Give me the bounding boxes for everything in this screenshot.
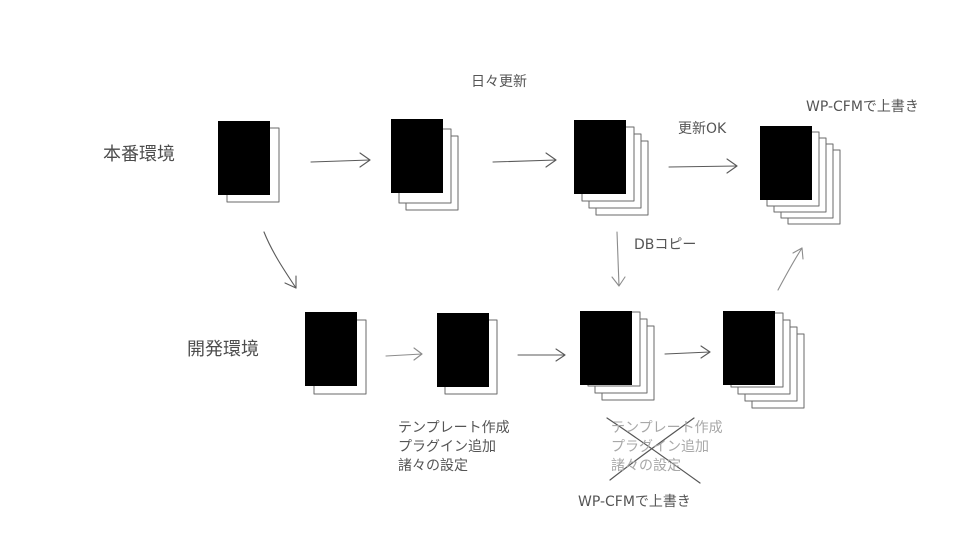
overwrite-top-label: WP-CFMで上書き (806, 99, 919, 115)
arrow-dev-3-to-4 (664, 345, 711, 359)
struck-task-list: テンプレート作成 プラグイン追加 諸々の設定 (611, 419, 723, 476)
struck-task-item: テンプレート作成 (611, 420, 723, 436)
dev-task-list: テンプレート作成 プラグイン追加 諸々の設定 (398, 419, 510, 476)
arrow-dev-1-to-2 (385, 347, 423, 361)
arrow-prod-to-dev (263, 231, 297, 289)
arrow-dev-to-prod (777, 247, 804, 291)
development-label: 開発環境 (187, 339, 259, 360)
prod-doc-1 (218, 121, 280, 203)
dev-doc-3 (580, 311, 655, 401)
arrow-dev-2-to-3 (517, 348, 566, 362)
prod-doc-3 (574, 120, 649, 216)
production-label: 本番環境 (103, 144, 175, 165)
update-ok-label: 更新OK (678, 121, 727, 137)
overwrite-bottom-label: WP-CFMで上書き (578, 494, 691, 510)
struck-task-item: 諸々の設定 (611, 458, 681, 474)
struck-task-item: プラグイン追加 (611, 439, 709, 455)
arrow-db-copy (611, 231, 626, 287)
daily-update-label: 日々更新 (471, 74, 527, 90)
dev-doc-1 (305, 312, 367, 395)
dev-task-item: プラグイン追加 (398, 439, 496, 455)
dev-task-item: 諸々の設定 (398, 458, 468, 474)
prod-doc-2 (391, 119, 459, 211)
dev-task-item: テンプレート作成 (398, 420, 510, 436)
db-copy-label: DBコピー (634, 237, 697, 253)
arrow-prod-1-to-2 (310, 152, 371, 168)
cross-out-icon (606, 417, 701, 484)
arrow-prod-2-to-3 (492, 152, 557, 168)
arrow-prod-3-to-4 (668, 158, 738, 174)
dev-doc-4 (723, 311, 805, 409)
prod-doc-4 (760, 126, 841, 225)
dev-doc-2 (437, 313, 498, 395)
